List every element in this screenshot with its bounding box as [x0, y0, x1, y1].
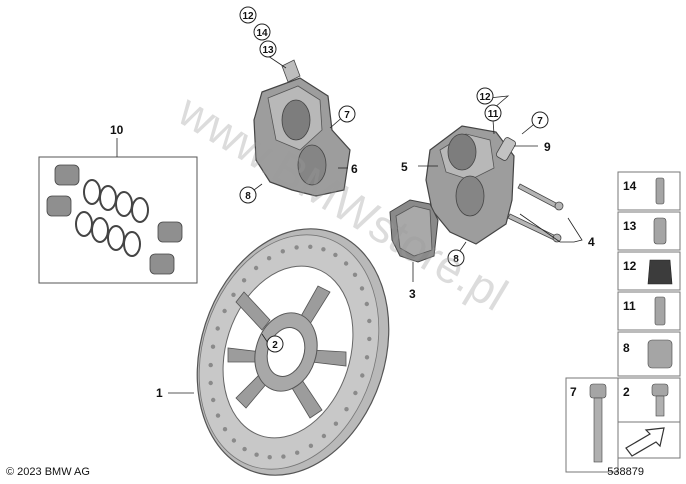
callout-13[interactable]: 13 — [262, 45, 274, 56]
drill-hole — [222, 308, 227, 314]
brake-disc-icon[interactable] — [167, 204, 420, 484]
svg-text:2: 2 — [623, 385, 630, 399]
drill-hole — [266, 256, 272, 261]
callout-9[interactable]: 9 — [544, 140, 551, 154]
callout-12a[interactable]: 12 — [242, 11, 254, 22]
brake-pads-icon[interactable] — [389, 199, 439, 263]
callout-6[interactable]: 6 — [351, 162, 358, 176]
cap-icon — [647, 259, 673, 285]
svg-text:13: 13 — [623, 219, 637, 233]
brake-caliper-right-icon[interactable] — [425, 125, 517, 245]
drill-hole — [241, 278, 247, 283]
drill-hole — [308, 443, 314, 448]
callout-3[interactable]: 3 — [409, 287, 416, 301]
bleed-screw-icon — [654, 296, 666, 326]
drill-hole — [367, 318, 372, 324]
callout-8a[interactable]: 8 — [245, 191, 251, 202]
svg-text:7: 7 — [570, 385, 577, 399]
legend-tile-12[interactable]: 12 — [617, 251, 681, 291]
svg-text:8: 8 — [623, 341, 630, 355]
legend-tile-2[interactable]: 2 — [617, 377, 681, 423]
callout-4[interactable]: 4 — [588, 235, 595, 249]
svg-text:12: 12 — [623, 259, 637, 273]
drill-hole — [210, 344, 216, 349]
drill-hole — [208, 380, 213, 386]
callout-1[interactable]: 1 — [156, 386, 163, 400]
drill-hole — [333, 252, 338, 258]
callout-5[interactable]: 5 — [401, 160, 408, 174]
legend-tile-7[interactable]: 7 — [565, 377, 619, 473]
bleed-screw-icon — [653, 217, 667, 245]
drill-hole — [343, 261, 349, 266]
brake-caliper-left-icon[interactable] — [253, 59, 351, 197]
next-page-button[interactable] — [617, 421, 681, 459]
drill-hole — [253, 265, 259, 271]
copyright-text: © 2023 BMW AG — [6, 466, 90, 478]
drill-hole — [344, 407, 349, 412]
drill-hole — [281, 454, 286, 459]
callout-14[interactable]: 14 — [256, 28, 268, 39]
drill-hole — [231, 438, 237, 443]
svg-text:14: 14 — [623, 179, 637, 193]
drill-hole — [352, 272, 358, 277]
callout-10[interactable]: 10 — [110, 123, 124, 137]
drill-hole — [367, 336, 372, 342]
bolt-icon — [589, 383, 607, 399]
legend-tile-13[interactable]: 13 — [617, 211, 681, 251]
callout-2[interactable]: 2 — [272, 340, 278, 351]
drill-hole — [254, 452, 259, 457]
legend-tile-11[interactable]: 11 — [617, 291, 681, 331]
drill-hole — [308, 244, 313, 249]
callout-7a[interactable]: 7 — [344, 110, 350, 121]
diagram-number: 538879 — [607, 466, 644, 478]
parts-legend: 14 13 12 11 8 7 — [565, 171, 681, 473]
drill-hole — [222, 427, 228, 432]
next-arrow-icon — [625, 427, 665, 457]
drill-hole — [353, 390, 358, 396]
drill-hole — [364, 355, 370, 360]
drill-hole — [359, 286, 365, 291]
drill-hole — [231, 292, 236, 297]
drill-hole — [215, 413, 221, 418]
callouts: 1 2 3 4 5 6 7 7 8 8 9 10 11 12 12 14 13 — [110, 6, 595, 400]
bushing-icon — [647, 339, 673, 369]
drill-hole — [364, 301, 369, 307]
leader-lines — [116, 55, 583, 394]
drill-hole — [360, 373, 365, 378]
drill-hole — [294, 245, 299, 250]
callout-12b[interactable]: 12 — [479, 92, 491, 103]
piston-seal-kit-icon[interactable] — [38, 156, 198, 284]
drill-hole — [333, 421, 339, 426]
callout-11[interactable]: 11 — [488, 109, 499, 120]
drill-hole — [208, 362, 213, 368]
callout-7b[interactable]: 7 — [537, 116, 543, 127]
drill-hole — [215, 326, 220, 331]
drill-hole — [295, 450, 300, 455]
drill-hole — [321, 247, 326, 252]
svg-text:11: 11 — [623, 299, 636, 313]
drill-hole — [321, 433, 327, 439]
bolt-icon — [651, 383, 669, 397]
caliper-bolts-icon[interactable] — [507, 183, 564, 243]
drill-hole — [280, 249, 285, 254]
drill-hole — [242, 446, 247, 452]
bleed-screw-icon — [655, 177, 665, 205]
callout-8b[interactable]: 8 — [453, 254, 459, 265]
drill-hole — [267, 455, 272, 460]
legend-tile-8[interactable]: 8 — [617, 331, 681, 377]
legend-tile-14[interactable]: 14 — [617, 171, 681, 211]
drill-hole — [211, 397, 216, 403]
